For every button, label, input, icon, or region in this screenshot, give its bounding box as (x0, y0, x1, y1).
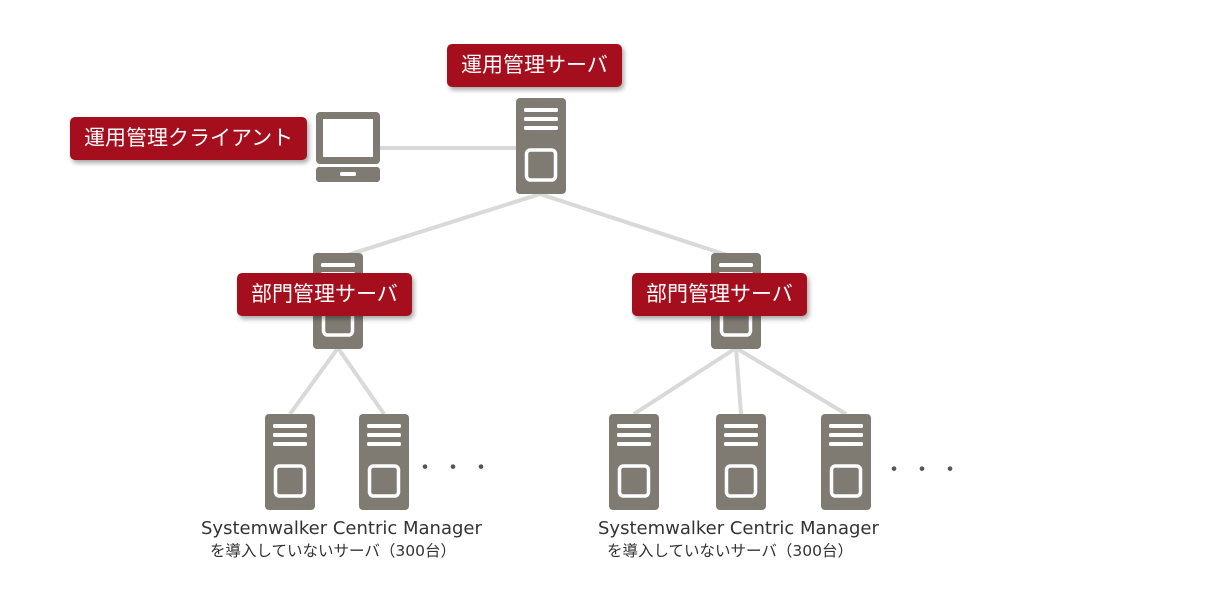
managed-server-icon (263, 412, 317, 512)
managed-server-icon (819, 412, 873, 512)
caption-left: Systemwalker Centric Manager を導入していないサーバ… (201, 518, 482, 562)
more-servers-ellipsis-right: ・・・ (883, 458, 968, 483)
connector-dept-right-to-child-1 (632, 346, 738, 416)
caption-right: Systemwalker Centric Manager を導入していないサーバ… (598, 518, 879, 562)
connector-server-to-dept-left (337, 192, 541, 260)
dept-server-right-label: 部門管理サーバ (632, 273, 807, 316)
connector-server-to-dept-right (539, 192, 737, 260)
caption-right-line2: を導入していないサーバ（300台） (607, 542, 853, 560)
connector-dept-left-to-child-1 (288, 346, 340, 416)
operation-client-label: 運用管理クライアント (70, 117, 308, 160)
managed-server-icon (607, 412, 661, 512)
operation-server-label: 運用管理サーバ (447, 44, 622, 87)
managed-server-icon (714, 412, 768, 512)
connector-dept-right-to-child-3 (734, 346, 848, 416)
caption-left-line1: Systemwalker Centric Manager (201, 518, 482, 539)
caption-left-line2: を導入していないサーバ（300台） (210, 542, 456, 560)
managed-server-icon (357, 412, 411, 512)
more-servers-ellipsis-left: ・・・ (414, 456, 499, 481)
connector-dept-right-to-child-2 (734, 347, 743, 415)
operation-server-icon (514, 96, 568, 196)
client-pc-icon (316, 112, 380, 182)
caption-right-line1: Systemwalker Centric Manager (598, 518, 879, 539)
connector-dept-left-to-child-2 (336, 346, 386, 416)
connector-lines (288, 146, 848, 416)
dept-server-left-label: 部門管理サーバ (237, 273, 412, 316)
